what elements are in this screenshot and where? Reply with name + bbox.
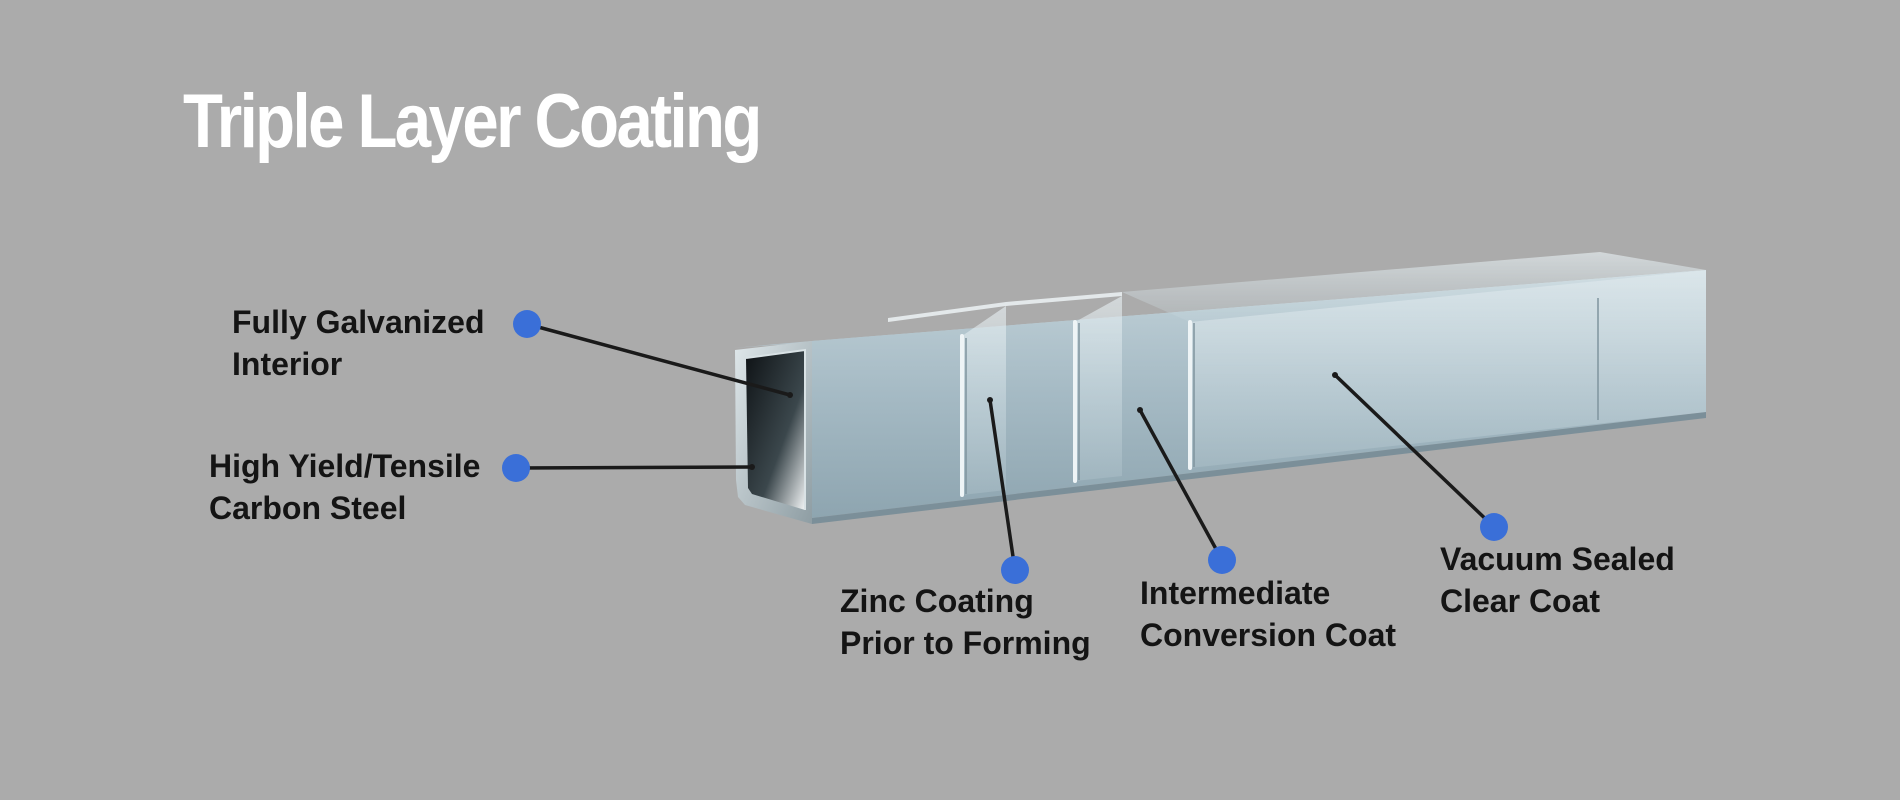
leader-line-conversion xyxy=(1138,408,1224,562)
marker-dot-clearcoat xyxy=(1480,513,1508,541)
coating-layer-sleeves xyxy=(888,252,1706,495)
callout-conversion-line1: Intermediate xyxy=(1140,575,1331,611)
layer-edge-lines xyxy=(960,320,1192,497)
marker-dot-conversion xyxy=(1208,546,1236,574)
leader-line-steel xyxy=(514,465,754,470)
leader-line-zinc xyxy=(988,398,1017,572)
callout-steel-line2: Carbon Steel xyxy=(209,490,407,526)
leader-line-interior xyxy=(525,322,792,397)
page-title: Triple Layer Coating xyxy=(183,79,762,164)
callout-conversion-line2: Conversion Coat xyxy=(1140,617,1397,653)
tube-interior xyxy=(746,350,805,510)
callout-zinc-line1: Zinc Coating xyxy=(840,583,1034,619)
callout-steel: High Yield/Tensile Carbon Steel xyxy=(209,445,480,529)
marker-dot-zinc xyxy=(1001,556,1029,584)
callout-clearcoat-line1: Vacuum Sealed xyxy=(1440,541,1675,577)
leader-lines xyxy=(514,322,1496,572)
tube-bottom-rim xyxy=(812,412,1706,524)
marker-dot-interior xyxy=(513,310,541,338)
marker-dot-steel xyxy=(502,454,530,482)
callout-clearcoat-line2: Clear Coat xyxy=(1440,583,1601,619)
callout-zinc-line2: Prior to Forming xyxy=(840,625,1091,661)
zinc-layer-sleeve xyxy=(962,306,1006,495)
leader-line-clearcoat xyxy=(1333,373,1496,529)
callout-clearcoat: Vacuum Sealed Clear Coat xyxy=(1440,538,1675,622)
callout-interior-line1: Fully Galvanized xyxy=(232,304,485,340)
callout-steel-line1: High Yield/Tensile xyxy=(209,448,481,484)
conversion-layer-sleeve xyxy=(1075,296,1122,481)
clearcoat-layer-sleeve xyxy=(1190,270,1706,468)
callout-interior: Fully Galvanized Interior xyxy=(232,301,485,385)
callout-zinc: Zinc Coating Prior to Forming xyxy=(840,580,1091,664)
callout-interior-line2: Interior xyxy=(232,346,343,382)
callout-conversion: Intermediate Conversion Coat xyxy=(1140,572,1396,656)
